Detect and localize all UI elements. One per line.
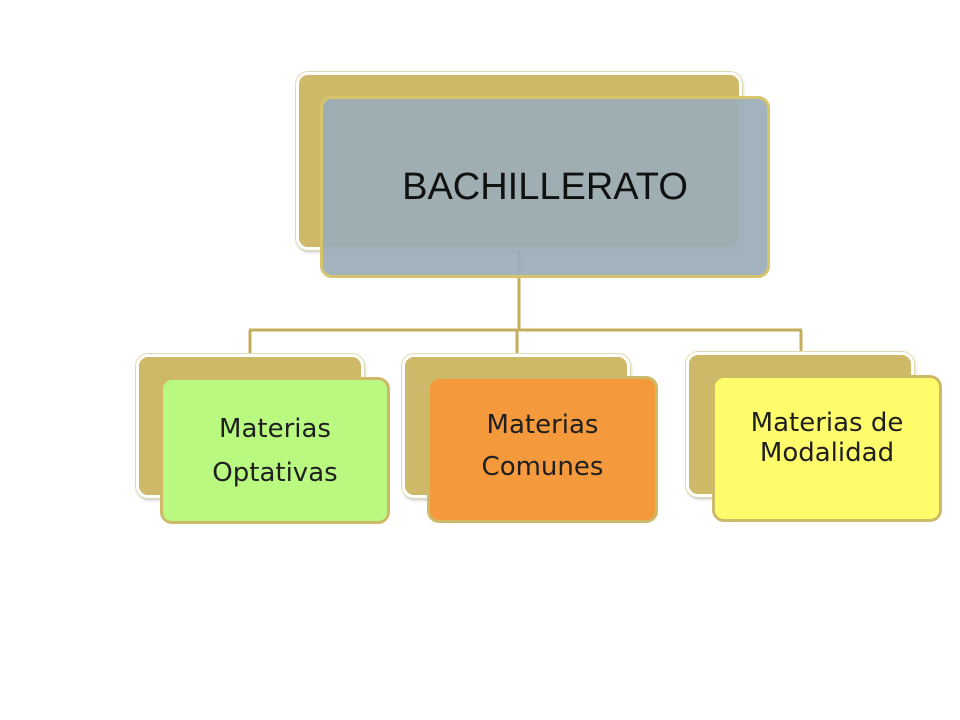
root-node-card: BACHILLERATO: [320, 96, 770, 278]
child-node-label: Materias de Modalidad: [750, 407, 904, 468]
child-node-label: Materias Optativas: [212, 413, 338, 488]
child-node-card: Materias de Modalidad: [712, 375, 942, 522]
root-node-label: BACHILLERATO: [402, 165, 688, 208]
child-node-card: Materias Comunes: [427, 376, 658, 523]
child-node-card: Materias Optativas: [160, 377, 390, 524]
child-node-label: Materias Comunes: [481, 409, 604, 482]
